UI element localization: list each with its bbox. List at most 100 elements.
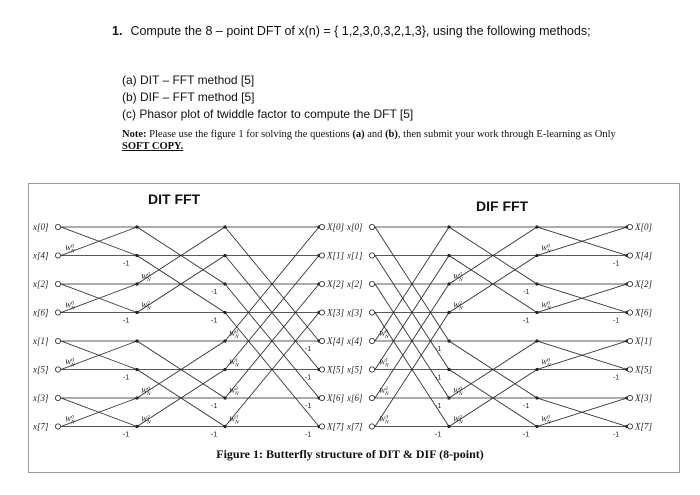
part-a: (a) DIT – FFT method [5] [122, 73, 255, 87]
dif-input-label: x[4] [346, 336, 363, 346]
dit-output-label: X[6] [326, 393, 345, 403]
dit-input-label: x[2] [32, 279, 49, 289]
dit-output-node [318, 423, 325, 430]
note-text2: , then submit your work through E-learni… [397, 129, 616, 140]
dit-neg-one-label: -1 [123, 432, 129, 439]
dit-output-node [318, 281, 325, 288]
dif-neg-one-label: -1 [523, 289, 529, 296]
dit-input-label: x[7] [32, 422, 49, 432]
dit-input-node [54, 423, 61, 430]
dit-input-label: x[6] [32, 308, 49, 318]
dif-output-label: X[2] [634, 279, 653, 289]
dit-output-label: X[2] [326, 279, 345, 289]
dit-neg-one-label: -1 [211, 289, 217, 296]
dif-output-label: X[6] [634, 308, 653, 318]
dif-input-node [368, 224, 375, 231]
dit-output-node [318, 366, 325, 373]
dit-input-node [54, 337, 61, 344]
dif-neg-one-label: -1 [613, 375, 619, 382]
note: Note: Please use the figure 1 for solvin… [122, 129, 642, 153]
dit-neg-one-label: -1 [305, 403, 311, 410]
dif-butterfly-wing [374, 226, 450, 342]
dif-input-label: x[3] [346, 308, 363, 318]
dit-input-label: x[1] [32, 336, 49, 346]
dif-output-node [627, 366, 634, 373]
dif-butterfly-wing [448, 340, 538, 399]
dit-input-node [54, 224, 61, 231]
note-prefix: Note: [122, 129, 147, 140]
part-b: (b) DIF – FFT method [5] [122, 90, 255, 104]
dif-output-node [627, 337, 634, 344]
dif-neg-one-label: -1 [523, 318, 529, 325]
dit-neg-one-label: -1 [123, 318, 129, 325]
dif-input-node [368, 394, 375, 401]
dit-neg-one-label: -1 [211, 432, 217, 439]
dif-butterfly-wing [448, 255, 538, 313]
dit-neg-one-label: -1 [123, 261, 129, 268]
dif-neg-one-label: -1 [613, 261, 619, 268]
dif-butterfly-wing [374, 255, 450, 370]
note-text: Please use the figure 1 for solving the … [146, 129, 353, 140]
dit-output-label: X[3] [326, 308, 345, 318]
dif-butterfly-wing [374, 312, 450, 427]
dif-input-node [368, 366, 375, 373]
dit-input-label: x[4] [32, 251, 49, 261]
question-parts: (a) DIT – FFT method [5] (b) DIF – FFT m… [122, 72, 413, 123]
dit-output-node [318, 337, 325, 344]
dit-butterfly-wing [136, 255, 226, 313]
dit-output-node [318, 224, 325, 231]
dif-butterfly-wing [536, 340, 628, 370]
dit-input-node [54, 366, 61, 373]
dit-butterfly-wing [136, 226, 226, 285]
dif-node [535, 339, 539, 343]
dit-butterfly-wing [224, 226, 320, 342]
dif-butterfly-wing [536, 283, 628, 313]
dif-input-label: x[1] [346, 251, 363, 261]
question-text: Compute the 8 – point DFT of x(n) = { 1,… [130, 24, 591, 38]
dif-butterfly-wing [374, 283, 450, 399]
dit-input-node [54, 252, 61, 259]
question-heading: 1. Compute the 8 – point DFT of x(n) = { … [112, 24, 591, 38]
dit-butterfly-wing [224, 283, 320, 399]
dif-input-label: x[7] [346, 422, 363, 432]
dif-output-node [627, 423, 634, 430]
dif-neg-one-label: -1 [523, 403, 529, 410]
dif-input-node [368, 309, 375, 316]
dif-output-label: X[4] [634, 251, 653, 261]
dit-butterfly-wing [60, 283, 138, 313]
dif-input-node [368, 423, 375, 430]
dif-butterfly-wing [448, 369, 538, 427]
dif-input-label: x[6] [346, 393, 363, 403]
dif-output-node [627, 252, 634, 259]
dit-output-label: X[5] [326, 365, 345, 375]
dif-output-label: X[1] [634, 336, 653, 346]
dit-butterfly-wing [224, 312, 320, 427]
dif-neg-one-label: -1 [613, 432, 619, 439]
dit-output-node [318, 252, 325, 259]
dif-neg-one-label: -1 [435, 432, 441, 439]
dif-input-label: x[5] [346, 365, 363, 375]
dit-input-label: x[5] [32, 365, 49, 375]
question-number: 1. [112, 24, 123, 38]
dit-output-node [318, 394, 325, 401]
dit-butterfly-wing [60, 340, 138, 370]
dit-input-node [54, 281, 61, 288]
